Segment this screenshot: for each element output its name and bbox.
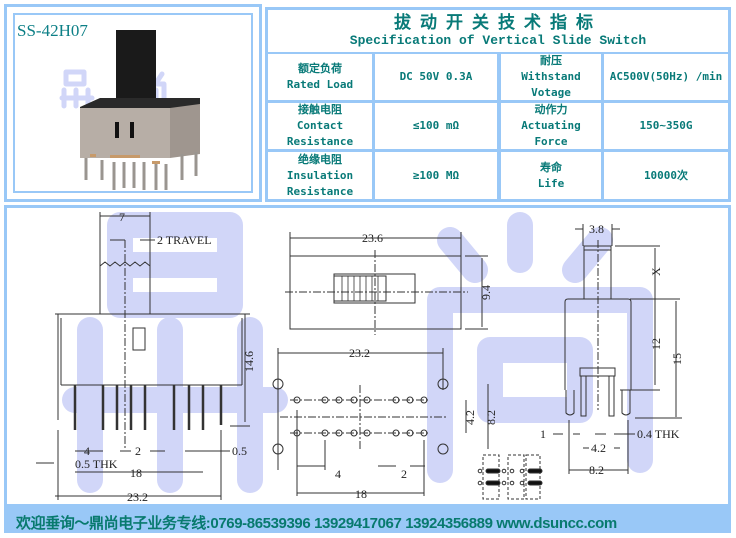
dimension-drawing: 7 2 TRAVEL 14.6 4 2 0.5 THK 0.5 18 23.2 … — [36, 210, 684, 504]
dim-height: 14.6 — [242, 351, 256, 372]
dim-outer-pitch: 8.2 — [484, 410, 498, 425]
label-en: Life — [537, 176, 565, 190]
drawing-watermark-logo — [62, 212, 653, 493]
end-view — [553, 224, 682, 474]
contact-info: 欢迎垂询～鼎尚电子业务专线:0769-86539396 13929417067 … — [16, 515, 617, 532]
dim-x: X — [649, 267, 663, 276]
insulation-resistance-label: 绝缘电阻 Insulation Resistance — [268, 152, 372, 199]
label-cn: 寿命 — [540, 160, 562, 174]
label-en: Contact Resistance — [286, 119, 354, 148]
dim-end-thk: 0.4 THK — [637, 427, 680, 441]
label-en: Insulation Resistance — [286, 168, 354, 198]
dim-thk: 0.5 THK — [75, 457, 118, 471]
insulation-resistance-value: ≥100 MΩ — [375, 152, 497, 199]
label-en: Rated Load — [286, 78, 354, 91]
dimension-drawing-panel: 7 2 TRAVEL 14.6 4 2 0.5 THK 0.5 18 23.2 … — [4, 205, 731, 507]
switch-photo — [59, 30, 200, 190]
label-en: Actuating Force — [521, 119, 581, 148]
dim-stem-width: 7 — [119, 210, 125, 224]
dim-fp-pitch2: 2 — [401, 467, 407, 481]
dim-pin-width: 1 — [540, 427, 546, 441]
dim-pin: 0.5 — [232, 444, 247, 458]
rated-load-value: DC 50V 0.3A — [375, 54, 497, 100]
life-value: 10000次 — [604, 152, 728, 199]
top-view — [285, 232, 488, 335]
metal-shell — [80, 108, 170, 158]
rated-load-label: 额定负荷 Rated Load — [268, 54, 372, 100]
pcb-footprint — [272, 348, 489, 496]
label-cn: 额定负荷 — [298, 62, 342, 75]
dim-fp-span: 18 — [355, 487, 367, 501]
life-label: 寿命 Life — [501, 152, 601, 199]
dim-pitch2: 2 — [135, 444, 141, 458]
label-cn: 动作力 — [534, 103, 568, 116]
dim-length: 23.6 — [362, 231, 383, 245]
dim-travel: 2 TRAVEL — [157, 233, 212, 247]
dim-row-pitch: 4.2 — [463, 410, 477, 425]
dim-pitch: 4 — [84, 444, 90, 458]
circuit-schematic — [477, 454, 543, 500]
spec-title-cn: 拔动开关技术指标 — [394, 13, 602, 33]
product-photo-panel: SS-42H07 — [4, 4, 262, 202]
dim-fp-pitch: 4 — [335, 467, 341, 481]
dim-total: 23.2 — [127, 490, 148, 504]
label-cn: 耐压 — [540, 54, 562, 67]
withstand-voltage-value: AC500V(50Hz) /min — [604, 54, 728, 100]
contact-resistance-value: ≤100 mΩ — [375, 103, 497, 149]
dim-width: 9.4 — [479, 285, 493, 300]
label-en: Withstand Votage — [521, 70, 581, 99]
withstand-voltage-label: 耐压 Withstand Votage — [501, 54, 601, 100]
label-cn: 接触电阻 — [298, 103, 342, 116]
actuating-force-label: 动作力 Actuating Force — [501, 103, 601, 149]
dim-total-height: 15 — [670, 353, 684, 365]
model-number: SS-42H07 — [17, 21, 88, 40]
dim-stem: 3.8 — [589, 222, 604, 236]
spec-title: 拔动开关技术指标 Specification of Vertical Slide… — [268, 10, 728, 52]
contact-resistance-label: 接触电阻 Contact Resistance — [268, 103, 372, 149]
label-cn: 绝缘电阻 — [298, 152, 342, 166]
photo-frame — [13, 13, 253, 193]
side-view — [36, 212, 250, 500]
contact-footer: 欢迎垂询～鼎尚电子业务专线:0769-86539396 13929417067 … — [4, 505, 731, 533]
spec-title-en: Specification of Vertical Slide Switch — [349, 33, 647, 48]
dim-inner: 4.2 — [591, 441, 606, 455]
dim-body: 12 — [649, 338, 663, 350]
dim-hole-span: 23.2 — [349, 346, 370, 360]
dim-pin-span: 18 — [130, 466, 142, 480]
spec-table: 拔动开关技术指标 Specification of Vertical Slide… — [265, 7, 731, 202]
actuating-force-value: 150~350G — [604, 103, 728, 149]
dim-outer: 8.2 — [589, 463, 604, 477]
